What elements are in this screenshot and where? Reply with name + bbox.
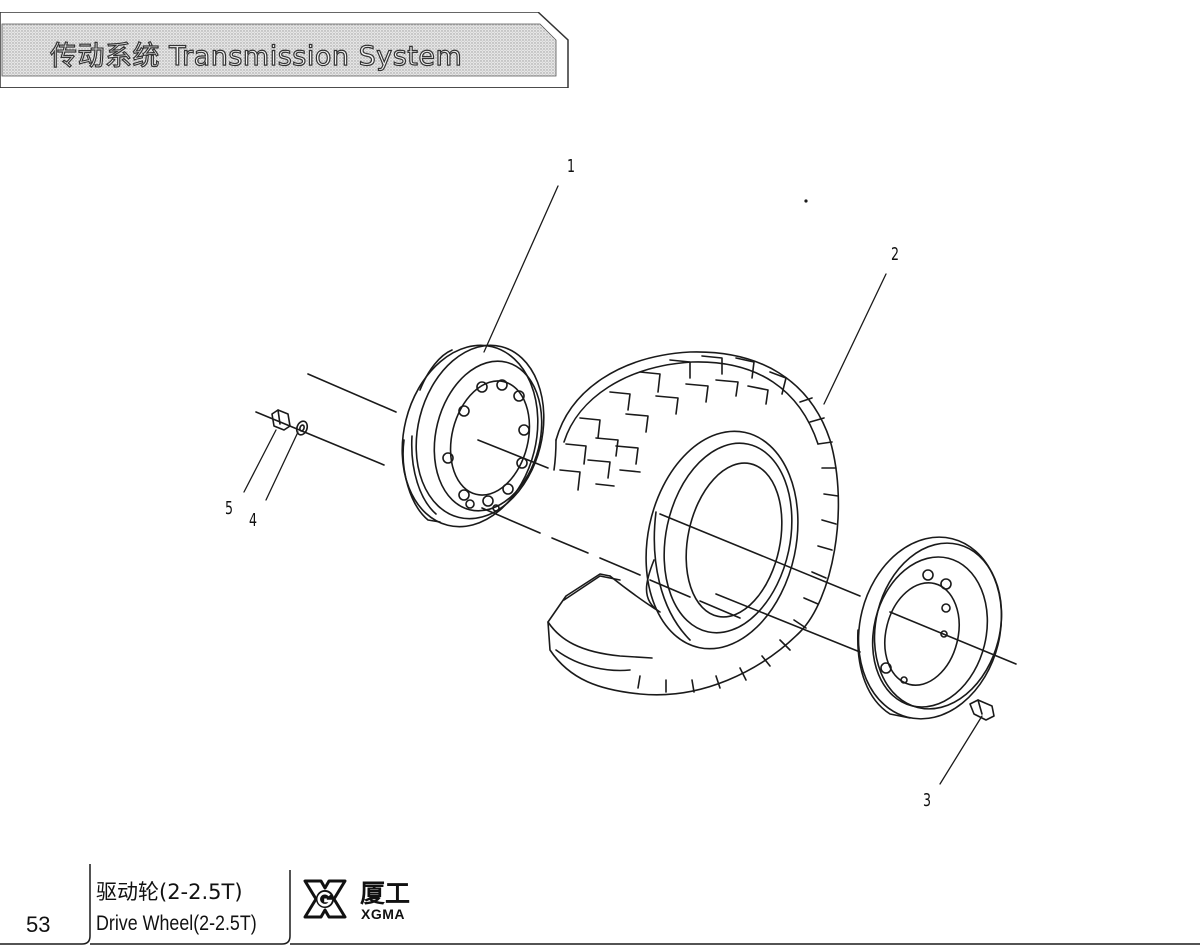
rim-inner-half: [401, 344, 545, 528]
nut: [271, 409, 291, 431]
part-title-english: Drive Wheel(2-2.5T): [96, 912, 257, 935]
callout-5: 5: [225, 498, 234, 519]
callout-1: 1: [567, 156, 576, 177]
footer-frame: [0, 864, 1200, 945]
xgma-logo-icon: [303, 879, 347, 919]
part-title-chinese: 驱动轮(2-2.5T): [96, 880, 243, 904]
leader-lines: [243, 185, 983, 785]
washer: [295, 420, 309, 436]
page-number: 53: [26, 912, 51, 937]
bolt: [969, 699, 995, 721]
header-banner: [0, 12, 569, 88]
rim-outer-half: [857, 536, 1003, 720]
section-title: 传动系统 Transmission System: [49, 40, 463, 72]
callout-2: 2: [891, 244, 900, 265]
callout-4: 4: [249, 510, 258, 531]
callout-3: 3: [923, 790, 932, 811]
solid-tire: [547, 351, 840, 696]
brand-name-english: XGMA: [361, 906, 405, 922]
brand-name-chinese: 厦工: [360, 879, 411, 908]
center-axis: [255, 373, 1017, 665]
